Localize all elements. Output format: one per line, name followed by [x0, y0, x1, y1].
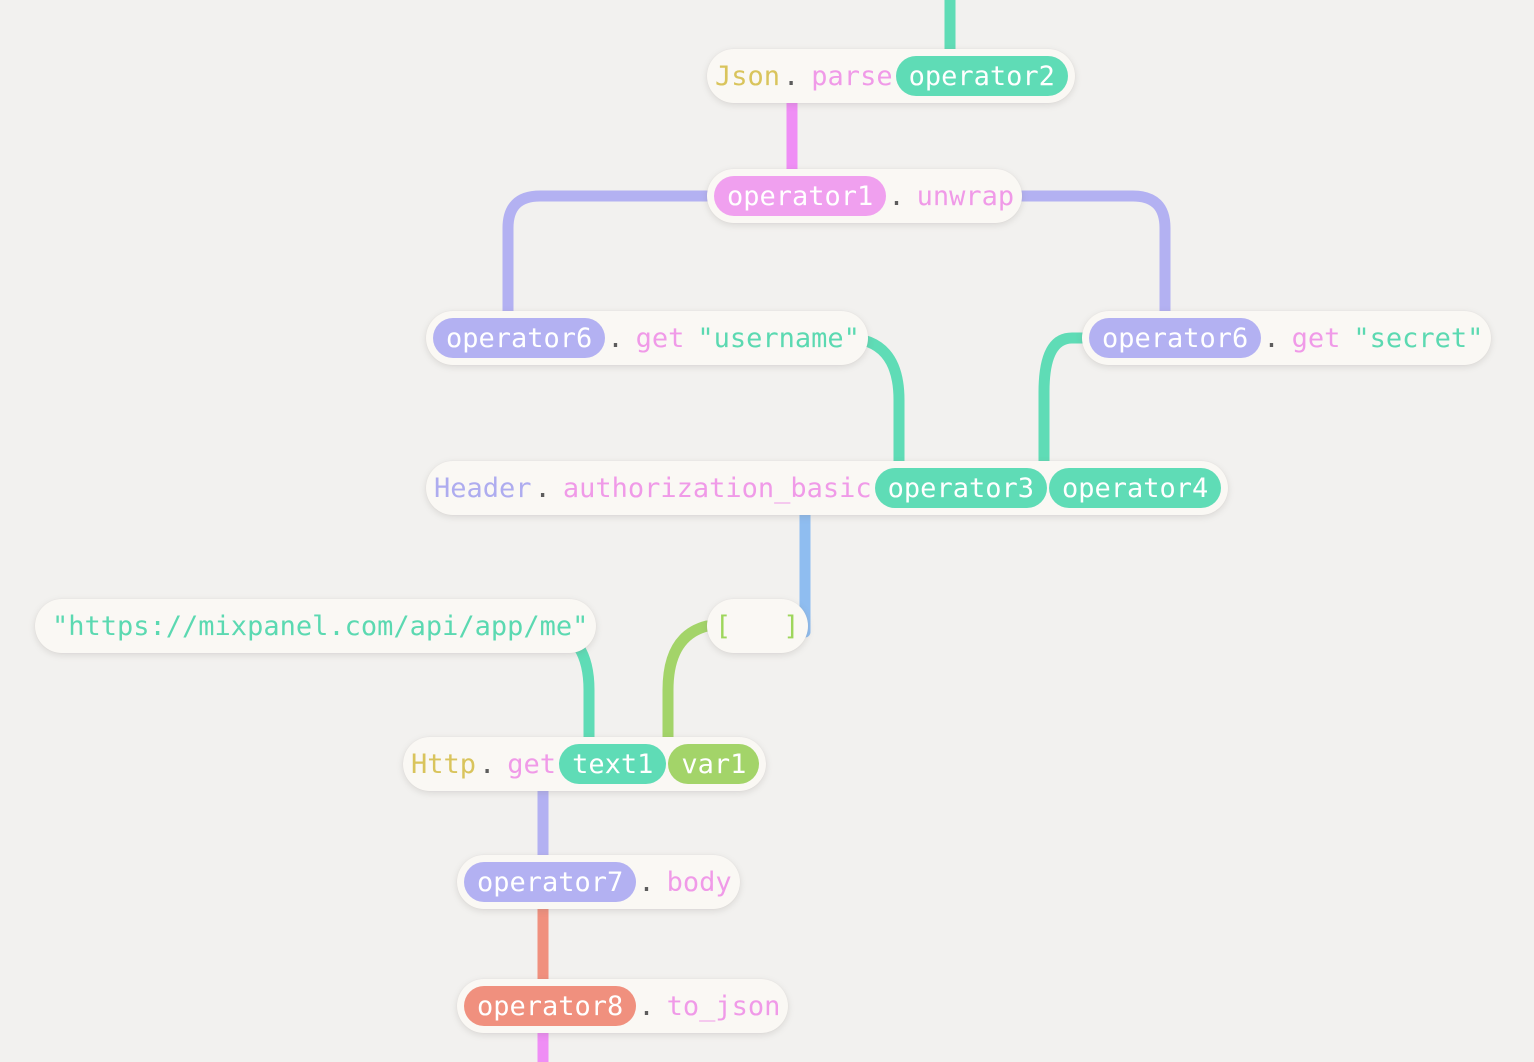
pill-operator8[interactable]: operator8 — [464, 986, 637, 1026]
token-string: "username" — [697, 322, 860, 354]
node-operator7-body[interactable]: operator7. body — [457, 855, 740, 909]
token-method: get — [1291, 322, 1341, 354]
node-operator6-get-secret[interactable]: operator6. get "secret" — [1082, 311, 1492, 365]
token-type: Json — [715, 60, 781, 92]
token-string: "https://mixpanel.com/api/app/me" — [52, 610, 589, 642]
token-method: get — [507, 748, 557, 780]
pill-operator6[interactable]: operator6 — [1089, 318, 1262, 358]
token-header: Header — [434, 472, 532, 504]
node-operator8-to-json[interactable]: operator8. to_json — [457, 979, 789, 1033]
pill-operator2[interactable]: operator2 — [895, 56, 1068, 96]
pill-operator3[interactable]: operator3 — [874, 468, 1047, 508]
token-method: unwrap — [916, 180, 1015, 212]
token-bracket: [ — [715, 610, 732, 642]
pill-var1[interactable]: var1 — [668, 744, 760, 784]
token-dot: . — [783, 60, 800, 92]
token-dot: . — [638, 990, 655, 1022]
wire-list-to-var1 — [662, 620, 713, 743]
token-dot: . — [638, 866, 655, 898]
token-method: parse — [811, 60, 893, 92]
wire-operator1-left-to-op6user — [502, 190, 713, 317]
node-url-string[interactable]: "https://mixpanel.com/api/app/me" — [35, 599, 597, 653]
token-method: authorization_basic — [562, 472, 872, 504]
token-dot: . — [607, 322, 624, 354]
token-type: Http — [411, 748, 477, 780]
pill-text1[interactable]: text1 — [559, 744, 667, 784]
token-method: get — [635, 322, 685, 354]
token-dot: . — [888, 180, 905, 212]
pill-operator7[interactable]: operator7 — [464, 862, 637, 902]
pill-operator4[interactable]: operator4 — [1048, 468, 1222, 508]
token-dot: . — [534, 472, 551, 504]
token-method: to_json — [666, 990, 781, 1022]
token-dot: . — [479, 748, 496, 780]
pill-operator6[interactable]: operator6 — [433, 318, 606, 358]
token-dot: . — [1263, 322, 1280, 354]
node-operator6-get-username[interactable]: operator6. get "username" — [426, 311, 868, 365]
wire-op6sec-to-operator4 — [1038, 332, 1088, 467]
token-string: "secret" — [1353, 322, 1484, 354]
node-operator1-unwrap[interactable]: operator1. unwrap — [707, 169, 1023, 223]
token-bracket: ] — [783, 610, 800, 642]
token-method: body — [666, 866, 732, 898]
pill-operator1[interactable]: operator1 — [714, 176, 887, 216]
node-list-literal[interactable]: [] — [707, 599, 808, 653]
